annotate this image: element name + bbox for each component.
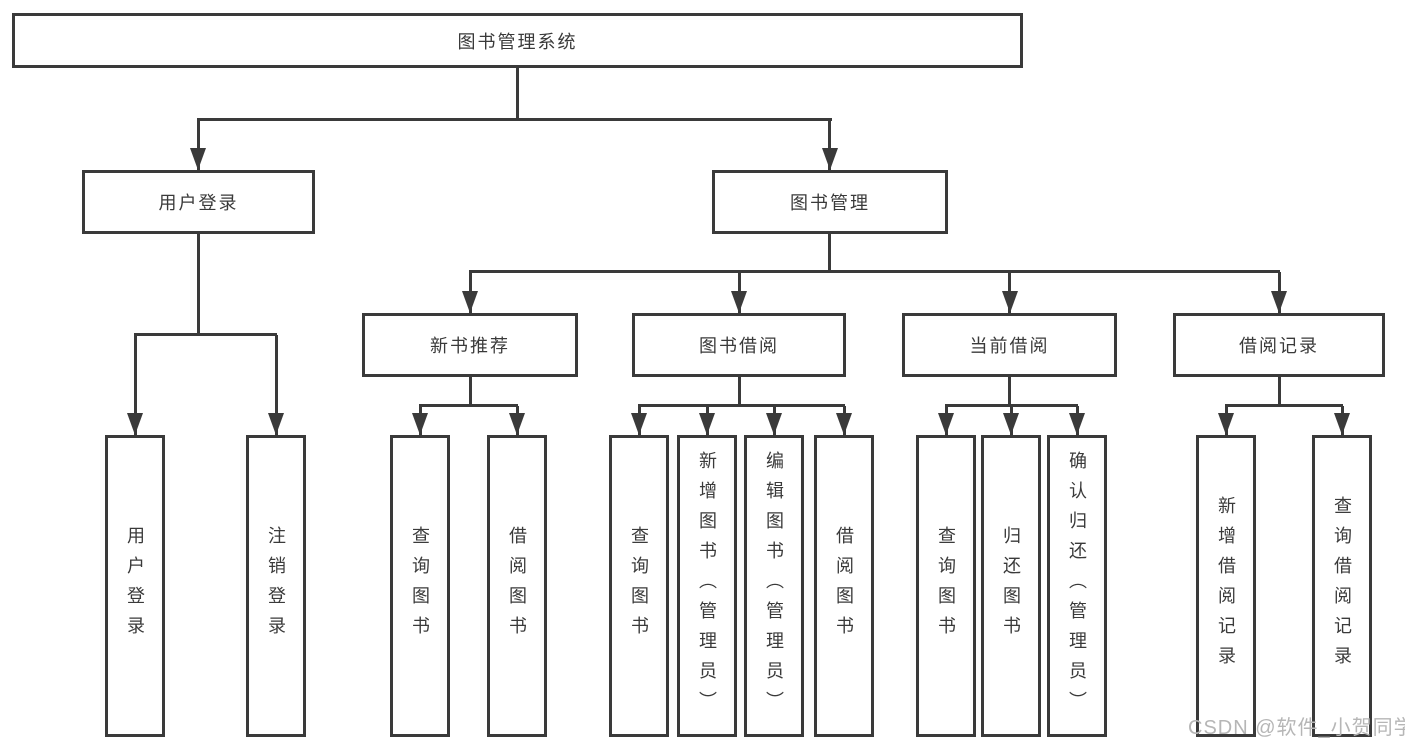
- connector-new-book-stem: [469, 377, 472, 406]
- leaf-return-books: 归还图书: [981, 435, 1041, 737]
- arrowhead-new-book: [462, 291, 478, 313]
- connector-records-stem: [1278, 377, 1281, 406]
- node-borrowing-records: 借阅记录: [1173, 313, 1385, 377]
- leaf-query-borrow-record: 查询借阅记录: [1312, 435, 1372, 737]
- arrowhead-current-borrowing: [1002, 291, 1018, 313]
- connector-user-login-stem: [197, 234, 200, 335]
- connector-drop-leaf-logout: [275, 335, 278, 435]
- leaf-recommend-query-books: 查询图书: [390, 435, 450, 737]
- arrowhead-return-books: [1003, 413, 1019, 435]
- connector-records-branch: [1225, 404, 1343, 407]
- connector-drop-book-management: [828, 118, 831, 170]
- arrowhead-user-login: [190, 148, 206, 170]
- node-current-borrowing: 当前借阅: [902, 313, 1117, 377]
- connector-book-mgmt-stem: [828, 234, 831, 272]
- arrowhead-borrow-books: [836, 413, 852, 435]
- arrowhead-current-query: [938, 413, 954, 435]
- leaf-confirm-return-admin: 确认归还（管理员）: [1047, 435, 1107, 737]
- connector-book-borrow-stem: [738, 377, 741, 406]
- arrowhead-borrowing-records: [1271, 291, 1287, 313]
- leaf-borrow-books: 借阅图书: [814, 435, 874, 737]
- leaf-edit-book-admin: 编辑图书（管理员）: [744, 435, 804, 737]
- leaf-logout: 注销登录: [246, 435, 306, 737]
- arrowhead-query-record: [1334, 413, 1350, 435]
- connector-root-stem: [516, 68, 519, 120]
- leaf-current-query-books: 查询图书: [916, 435, 976, 737]
- arrowhead-recommend-borrow: [509, 413, 525, 435]
- arrowhead-borrow-query: [631, 413, 647, 435]
- connector-book-mgmt-branch: [469, 270, 1280, 273]
- arrowhead-recommend-query: [412, 413, 428, 435]
- arrowhead-add-book: [699, 413, 715, 435]
- connector-drop-leaf-user-login: [134, 335, 137, 435]
- connector-root-branch: [197, 118, 832, 121]
- node-new-book-recommendation: 新书推荐: [362, 313, 578, 377]
- arrowhead-leaf-user-login: [127, 413, 143, 435]
- arrowhead-leaf-logout: [268, 413, 284, 435]
- arrowhead-confirm-return: [1069, 413, 1085, 435]
- leaf-recommend-borrow-books: 借阅图书: [487, 435, 547, 737]
- connector-user-login-branch: [134, 333, 277, 336]
- leaf-user-login: 用户登录: [105, 435, 165, 737]
- connector-book-borrow-branch: [638, 404, 845, 407]
- leaf-add-book-admin: 新增图书（管理员）: [677, 435, 737, 737]
- arrowhead-add-record: [1218, 413, 1234, 435]
- arrowhead-book-management: [822, 148, 838, 170]
- leaf-borrow-query-books: 查询图书: [609, 435, 669, 737]
- connector-drop-user-login: [197, 118, 200, 170]
- connector-current-borrow-stem: [1008, 377, 1011, 406]
- csdn-watermark: CSDN @软件_小贺同学: [1188, 717, 1405, 739]
- node-book-management: 图书管理: [712, 170, 948, 234]
- connector-new-book-branch: [419, 404, 518, 407]
- arrowhead-book-borrowing: [731, 291, 747, 313]
- arrowhead-edit-book: [766, 413, 782, 435]
- node-book-borrowing: 图书借阅: [632, 313, 846, 377]
- node-user-login: 用户登录: [82, 170, 315, 234]
- leaf-add-borrow-record: 新增借阅记录: [1196, 435, 1256, 737]
- connector-current-borrow-branch: [945, 404, 1078, 407]
- node-root-library-management-system: 图书管理系统: [12, 13, 1023, 68]
